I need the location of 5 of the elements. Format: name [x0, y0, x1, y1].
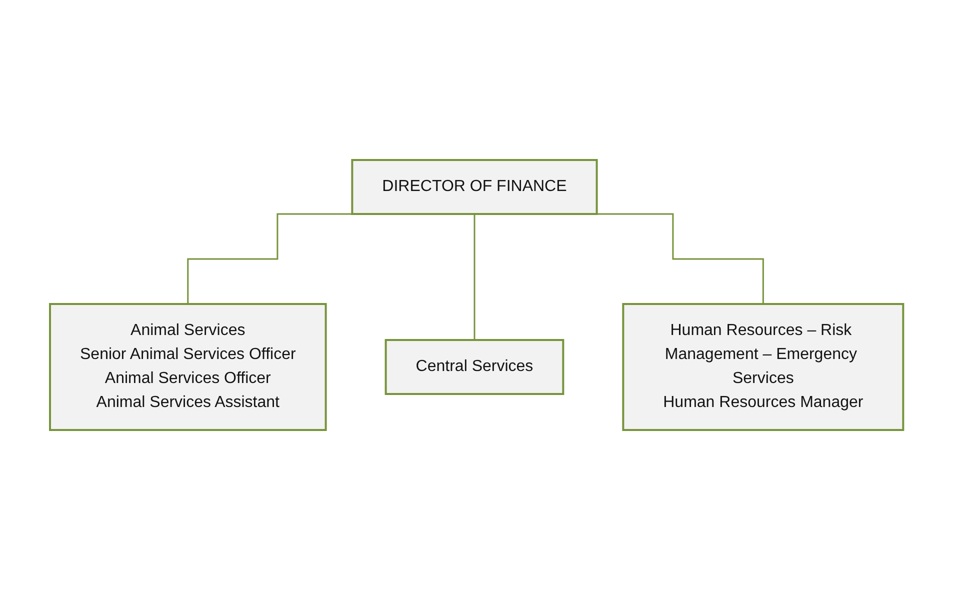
node-box: Animal Services Senior Animal Services Officer Animal Services Officer Animal Services Assistant — [48, 303, 327, 431]
connector — [474, 213, 476, 341]
node-box: Central Services — [384, 339, 564, 395]
node-box: DIRECTOR OF FINANCE — [351, 159, 598, 215]
node-box: Human Resources – Risk Management – Emergency Services Human Resources Manager — [622, 303, 904, 431]
